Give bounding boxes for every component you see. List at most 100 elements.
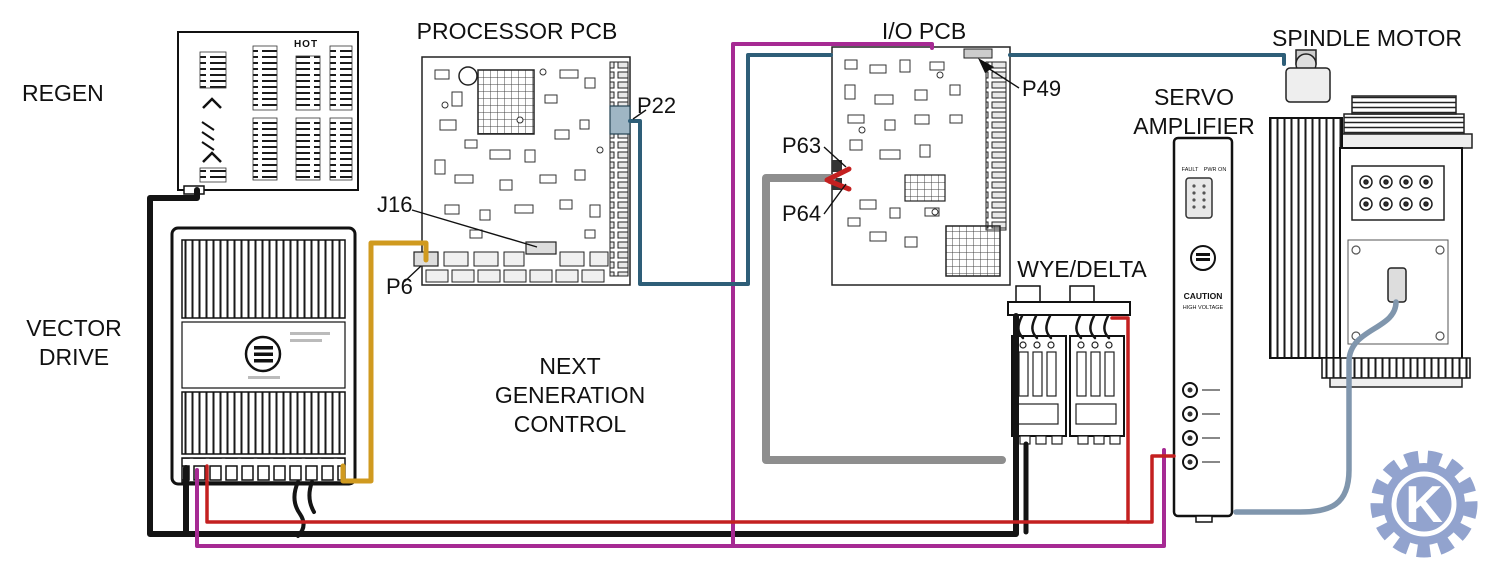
regen-fins <box>329 45 353 111</box>
wire-magenta-bottom-run <box>195 448 1166 548</box>
regen-fins <box>199 167 227 183</box>
watermark-gear-teeth <box>1370 450 1478 558</box>
wire-black-squiggle <box>307 480 316 514</box>
haas-logo-bar <box>254 352 273 356</box>
io-components <box>844 59 963 248</box>
regen-chevron-mark <box>202 97 222 109</box>
panel-text-line <box>290 332 330 335</box>
leader-lines <box>403 58 1020 283</box>
panel-text-line <box>248 376 280 379</box>
regen-fins <box>329 117 353 181</box>
leader-p6 <box>403 265 422 283</box>
io-center-block <box>904 174 946 202</box>
motor-screw <box>1435 331 1445 341</box>
contactor-slots <box>1017 341 1121 445</box>
wire-magenta-riser <box>731 42 934 548</box>
watermark-letter: K <box>1405 476 1443 534</box>
regen-fins <box>252 117 278 181</box>
processor-pcb-label: PROCESSOR PCB <box>417 18 618 44</box>
io-grid-block <box>945 225 1001 277</box>
io-board <box>831 46 1011 286</box>
wire-red-bottom-run <box>205 454 1176 524</box>
servo-amplifier-label-line2: AMPLIFIER <box>1133 113 1254 139</box>
vector-drive-top-fins <box>181 239 346 319</box>
wire-bluegray-motor-to-servo <box>1233 299 1399 515</box>
connector-j16 <box>525 241 557 255</box>
leader-p49 <box>987 67 1020 89</box>
haas-logo-bar <box>254 359 273 363</box>
regen-hot-marking: HOT <box>294 39 318 50</box>
p22-label: P22 <box>637 93 676 118</box>
diagram-labels: REGEN PROCESSOR PCB I/O PCB SPINDLE MOTO… <box>22 18 1462 437</box>
spindle-motor-unit <box>1269 49 1473 388</box>
center-caption-line2: GENERATION <box>495 382 645 408</box>
servo-amp-connector-pins <box>1192 184 1206 209</box>
motor-bottom-flange <box>1321 357 1471 379</box>
regen-fins <box>295 117 321 181</box>
haas-logo-bar <box>1196 253 1210 256</box>
wye-delta-contactors <box>1007 285 1131 445</box>
watermark-logo: K <box>1370 450 1478 558</box>
servo-caution-label: CAUTION <box>1184 291 1223 301</box>
leader-p64 <box>823 183 847 215</box>
haas-logo-bar <box>254 346 273 350</box>
servo-fault-label: FAULT <box>1182 167 1199 173</box>
regen-unit: HOT <box>177 31 359 195</box>
p49-label: P49 <box>1022 76 1061 101</box>
processor-pcb <box>413 56 631 286</box>
center-caption-line1: NEXT <box>539 353 600 379</box>
connector-p22 <box>609 105 631 135</box>
io-pcb <box>831 46 1011 286</box>
motor-top-plate <box>1335 133 1473 149</box>
motor-connector-box <box>1285 67 1331 103</box>
motor-terminals <box>1359 175 1433 211</box>
motor-mount-plate <box>1347 239 1449 345</box>
processor-components <box>434 68 604 239</box>
regen-chevron-mark <box>202 151 222 163</box>
p64-label: P64 <box>782 201 821 226</box>
wire-teal-p22-to-io <box>628 53 833 286</box>
connector-p49 <box>963 48 993 59</box>
wire-black-squiggle <box>292 480 306 538</box>
wire-red-p64-stub <box>826 178 852 192</box>
wire-red-p63-stub <box>824 166 852 183</box>
wire-black-main-run <box>147 187 1019 537</box>
servo-amplifier-unit: FAULT PWR ON CAUTION HIGH VOLTAGE <box>1172 136 1234 523</box>
motor-top-ridges <box>1343 113 1465 135</box>
motor-base <box>1329 377 1463 388</box>
servo-pwr-on-label: PWR ON <box>1204 167 1227 173</box>
regen-fins <box>252 45 278 111</box>
wye-delta-label: WYE/DELTA <box>1017 256 1147 282</box>
vector-drive-label-line1: VECTOR <box>26 315 121 341</box>
processor-edge-connectors <box>609 61 629 277</box>
wire-harness <box>147 42 1399 548</box>
wire-red-wyedelta-loop <box>1110 316 1130 524</box>
motor-fin-block <box>1269 117 1343 359</box>
wire-yellow-drive-to-p6 <box>340 240 429 484</box>
haas-logo-bar <box>1196 258 1210 261</box>
motor-plug <box>1387 267 1407 303</box>
processor-heatsink <box>477 69 535 135</box>
spindle-motor-label: SPINDLE MOTOR <box>1272 25 1462 51</box>
watermark-ring <box>1391 471 1457 537</box>
motor-terminal-box <box>1351 165 1445 221</box>
servo-amp-connector <box>1185 177 1213 219</box>
servo-amp-foot <box>1195 515 1213 523</box>
center-caption-line3: CONTROL <box>514 411 627 437</box>
vector-drive-label-line2: DRIVE <box>39 344 109 370</box>
processor-round-component <box>458 66 478 86</box>
io-pcb-label: I/O PCB <box>882 18 966 44</box>
servo-amp-terminals <box>1182 382 1220 470</box>
wire-teal-io-to-motor <box>1008 53 1286 66</box>
connector-p63 <box>832 160 842 172</box>
regen-fins <box>295 55 321 111</box>
p63-label: P63 <box>782 133 821 158</box>
vector-drive-unit <box>170 226 357 486</box>
motor-top-ridges <box>1351 95 1457 115</box>
leader-p22 <box>632 109 647 120</box>
regen-label: REGEN <box>22 80 104 106</box>
leader-j16 <box>411 209 538 248</box>
contactor-bus-bar <box>1007 301 1131 316</box>
motor-screw <box>1435 245 1445 255</box>
